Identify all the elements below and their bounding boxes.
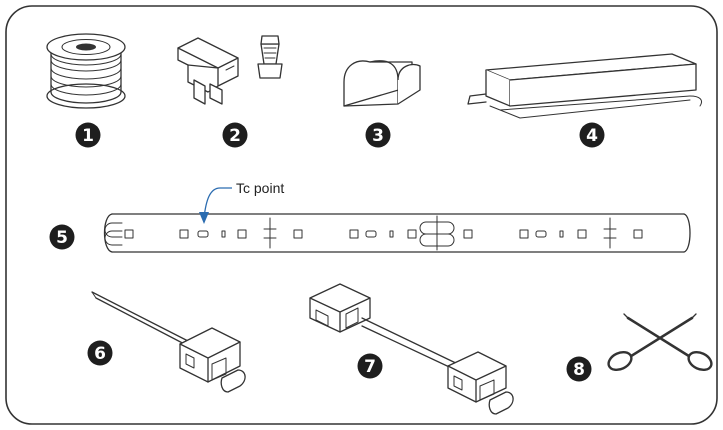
item-badge-5: 5	[49, 224, 75, 250]
wire-connectors-icon	[177, 35, 283, 105]
jumper-connector-cable-icon	[309, 283, 514, 415]
mounting-clip-icon	[343, 60, 421, 107]
svg-text:7: 7	[364, 357, 376, 377]
item-badge-7: 7	[357, 353, 383, 379]
tc-point-label: Tc point	[236, 180, 284, 196]
svg-text:1: 1	[82, 126, 94, 146]
diagram-border	[5, 5, 718, 425]
svg-text:3: 3	[372, 126, 384, 146]
item-badge-4: 4	[579, 122, 605, 148]
svg-text:8: 8	[573, 360, 585, 380]
svg-text:5: 5	[56, 228, 68, 248]
item-badge-2: 2	[222, 122, 248, 148]
item-badge-3: 3	[365, 122, 391, 148]
svg-text:4: 4	[586, 126, 598, 146]
svg-text:2: 2	[229, 126, 241, 146]
item-badge-8: 8	[566, 356, 592, 382]
led-driver-power-supply-icon	[467, 53, 703, 119]
tc-point-arrow-icon	[199, 212, 209, 224]
wire-spool-icon	[46, 33, 126, 109]
scissors-icon	[607, 313, 713, 372]
item-badge-6: 6	[87, 340, 113, 366]
svg-text:6: 6	[94, 344, 106, 364]
lead-wire-connector-icon	[91, 291, 246, 393]
led-strip-icon	[103, 187, 691, 253]
item-badge-1: 1	[75, 122, 101, 148]
